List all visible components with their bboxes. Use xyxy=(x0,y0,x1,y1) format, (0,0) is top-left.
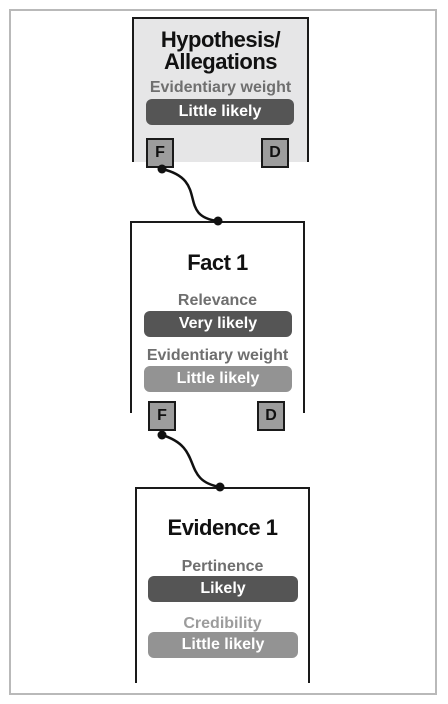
hypothesis-title-line2: Allegations xyxy=(163,49,278,74)
hypothesis-port-f[interactable]: F xyxy=(146,138,174,168)
fact-port-f[interactable]: F xyxy=(148,401,176,431)
hypothesis-weight-label: Evidentiary weight xyxy=(149,79,292,96)
hypothesis-node[interactable]: Hypothesis/ Allegations Evidentiary weig… xyxy=(132,17,309,162)
evidence-pertinence-label: Pertinence xyxy=(181,558,264,575)
fact-relevance-value: Very likely xyxy=(144,311,292,337)
evidence-node[interactable]: Evidence 1 Pertinence Likely Credibility… xyxy=(135,487,310,683)
evidence-title: Evidence 1 xyxy=(167,515,278,540)
fact-weight-value: Little likely xyxy=(144,366,292,392)
fact-title: Fact 1 xyxy=(187,250,248,275)
fact-port-d[interactable]: D xyxy=(257,401,285,431)
evidence-credibility-label: Credibility xyxy=(183,615,262,632)
fact-node[interactable]: Fact 1 Relevance Very likely Evidentiary… xyxy=(130,221,305,413)
figure-frame xyxy=(9,9,437,695)
fact-relevance-label: Relevance xyxy=(177,292,258,309)
evidence-pertinence-value: Likely xyxy=(148,576,298,602)
fact-weight-label: Evidentiary weight xyxy=(146,347,289,364)
hypothesis-port-d[interactable]: D xyxy=(261,138,289,168)
hypothesis-weight-value: Little likely xyxy=(146,99,294,125)
hypothesis-title-line1: Hypothesis/ xyxy=(160,27,281,52)
evidence-credibility-value: Little likely xyxy=(148,632,298,658)
